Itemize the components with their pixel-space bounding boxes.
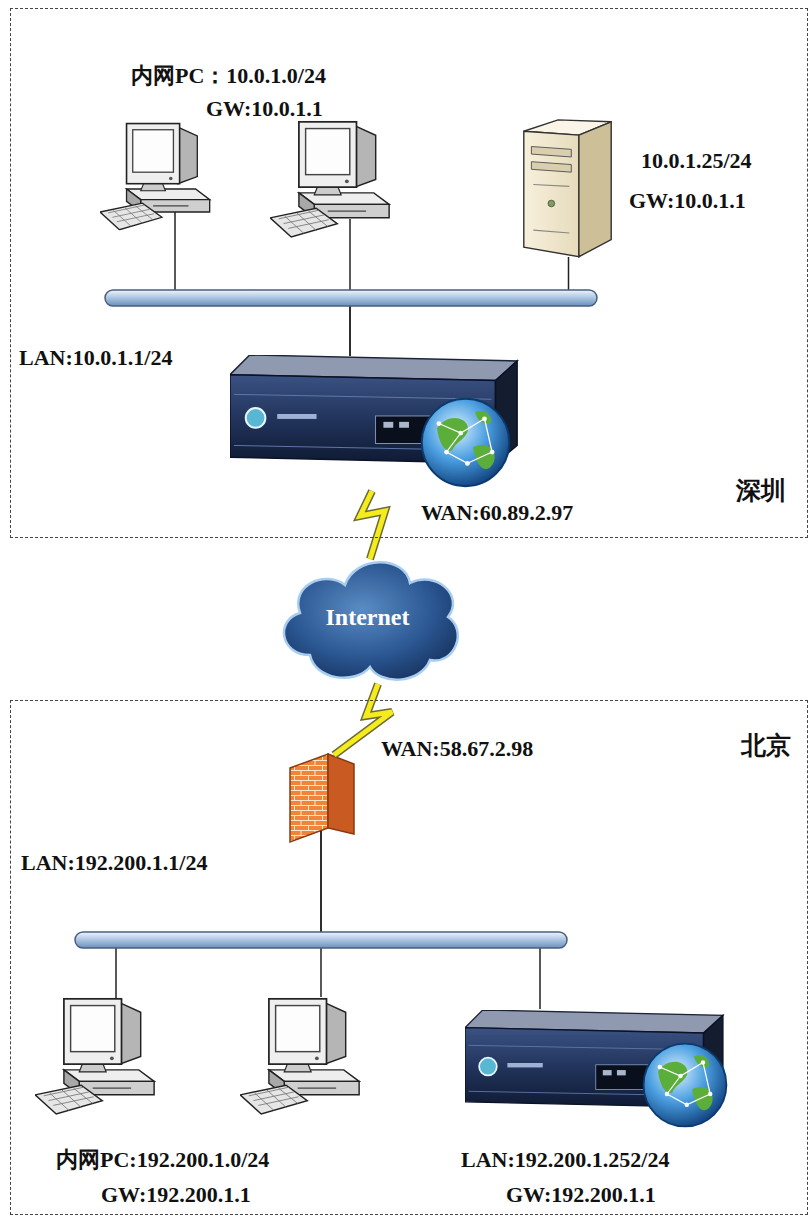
address-label: LAN:192.200.1.252/24 bbox=[461, 1147, 669, 1172]
address-label: GW:192.200.1.1 bbox=[101, 1182, 251, 1207]
lan-link bbox=[321, 831, 540, 1009]
vpn-gateway: LAN:10.0.1.1/24WAN:60.89.2.97 bbox=[231, 356, 526, 491]
address-label: GW:10.0.1.1 bbox=[629, 188, 746, 213]
drop-line bbox=[174, 212, 176, 292]
address-label: WAN:60.89.2.97 bbox=[421, 500, 573, 525]
cloud-outline bbox=[284, 562, 458, 679]
firewall-icon bbox=[290, 754, 328, 842]
address-label: 内网PC:192.200.1.0/24 bbox=[56, 1147, 269, 1172]
address-label: 10.0.1.25/24 bbox=[641, 148, 752, 173]
wan-link bbox=[360, 491, 385, 559]
address-label: LAN:10.0.1.1/24 bbox=[19, 345, 172, 370]
cloud-label: Internet bbox=[326, 604, 410, 632]
firewall: WAN:58.67.2.98LAN:192.200.1.1/24 bbox=[289, 746, 359, 831]
globe-icon bbox=[644, 1044, 727, 1127]
server-icon bbox=[524, 120, 611, 257]
site-region: 深圳内网PC：10.0.1.0/24GW:10.0.1.110.0.1.25/2… bbox=[10, 8, 808, 538]
address-label: WAN:58.67.2.98 bbox=[381, 736, 533, 761]
lan-bus bbox=[75, 932, 567, 948]
site-region: 北京WAN:58.67.2.98LAN:192.200.1.1/24内网PC:1… bbox=[10, 700, 808, 1215]
lan-bus bbox=[105, 290, 597, 306]
lan-link bbox=[321, 831, 540, 1009]
wan-link-outline bbox=[360, 491, 385, 559]
address-label: LAN:192.200.1.1/24 bbox=[21, 850, 207, 875]
pc-group: 内网PC：10.0.1.0/24GW:10.0.1.1 bbox=[101, 121, 401, 219]
wan-link bbox=[360, 491, 385, 559]
pc-icon bbox=[270, 122, 389, 237]
address-label: 内网PC：10.0.1.0/24 bbox=[131, 63, 326, 88]
firewall-icon bbox=[290, 754, 354, 842]
internet-cloud: Internet bbox=[270, 545, 465, 690]
pc-icon bbox=[240, 999, 359, 1114]
address-label: GW:192.200.1.1 bbox=[506, 1182, 656, 1207]
drop-line bbox=[115, 946, 117, 1000]
pc-group: 内网PC:192.200.1.0/24GW:192.200.1.1 bbox=[31, 997, 393, 1131]
firewall-icon bbox=[328, 754, 354, 834]
server: 10.0.1.25/24GW:10.0.1.1 bbox=[521, 119, 616, 257]
region-name: 深圳 bbox=[736, 477, 786, 506]
pc-icon bbox=[35, 999, 154, 1114]
address-label: GW:10.0.1.1 bbox=[206, 96, 323, 121]
globe-icon bbox=[422, 399, 509, 486]
region-name: 北京 bbox=[741, 732, 791, 761]
vpn-appliance: LAN:192.200.1.252/24GW:192.200.1.1 bbox=[463, 1009, 736, 1134]
pc-icon bbox=[100, 124, 210, 230]
